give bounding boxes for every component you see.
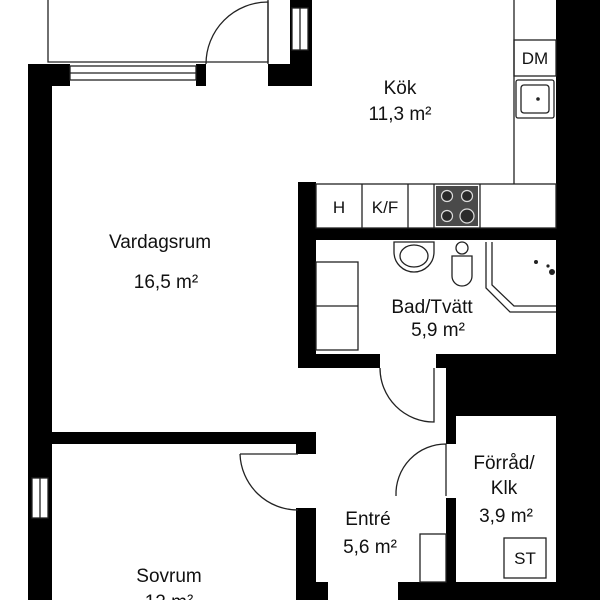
toilet-icon	[455, 241, 469, 255]
door-balcony	[205, 1, 269, 65]
doors	[205, 1, 447, 511]
room-name-forrad-2: Klk	[491, 478, 518, 499]
room-name-sovrum: Sovrum	[136, 566, 201, 587]
wall-bottom-hall	[316, 582, 328, 600]
door-bath	[379, 367, 435, 423]
outer-wall-right	[556, 0, 600, 600]
wall-storage-left-top	[446, 354, 456, 444]
room-name-kok: Kök	[384, 78, 417, 99]
kitchen-counter-bottom	[315, 183, 557, 229]
outer-wall-top-mid	[196, 64, 206, 86]
wall-storage-top	[446, 354, 558, 416]
hall-wardrobe	[419, 533, 447, 583]
labels: Kök 11,3 m² Vardagsrum 16,5 m² Bad/Tvätt…	[109, 49, 548, 600]
wall-bedroom-hall	[296, 508, 316, 600]
wall-bath-bottom-left	[298, 354, 380, 368]
windows	[31, 0, 309, 519]
bath-fixtures	[315, 241, 556, 351]
room-area-forrad: 3,9 m²	[479, 506, 533, 527]
room-name-bad: Bad/Tvätt	[391, 297, 473, 318]
label-dm: DM	[522, 49, 548, 68]
kitchen-fixtures	[315, 0, 557, 229]
wall-bath-top	[298, 228, 558, 240]
shower-icon	[485, 242, 556, 313]
room-area-bad: 5,9 m²	[411, 320, 465, 341]
room-area-entre: 5,6 m²	[343, 537, 397, 558]
room-name-forrad: Förråd/	[473, 453, 535, 474]
hall-fixtures	[419, 533, 547, 583]
label-st: ST	[514, 549, 536, 568]
wall-storage-left-bottom	[446, 498, 456, 600]
outer-wall-left	[28, 64, 52, 600]
room-name-entre: Entré	[345, 509, 390, 530]
outer-wall-top-left	[28, 64, 70, 86]
door-storage	[395, 443, 447, 497]
room-name-vardagsrum: Vardagsrum	[109, 232, 211, 253]
room-area-sovrum: 12 m²	[145, 592, 194, 600]
kitchen-sink-icon	[515, 79, 555, 119]
wall-hall-stub	[296, 432, 316, 454]
label-kf: K/F	[372, 198, 398, 217]
balcony-outline	[47, 0, 269, 63]
room-area-vardagsrum: 16,5 m²	[134, 272, 198, 293]
label-h: H	[333, 198, 345, 217]
wall-living-bedroom	[28, 432, 314, 444]
dishwasher-box	[513, 39, 557, 77]
storage-st-box	[503, 537, 547, 579]
washbasin-icon	[393, 241, 435, 273]
door-bedroom	[239, 453, 299, 511]
wall-bottom-storage	[398, 582, 558, 600]
wall-kitchen-counter-left	[298, 182, 316, 366]
walls	[28, 0, 600, 600]
room-area-kok: 11,3 m²	[368, 104, 431, 125]
